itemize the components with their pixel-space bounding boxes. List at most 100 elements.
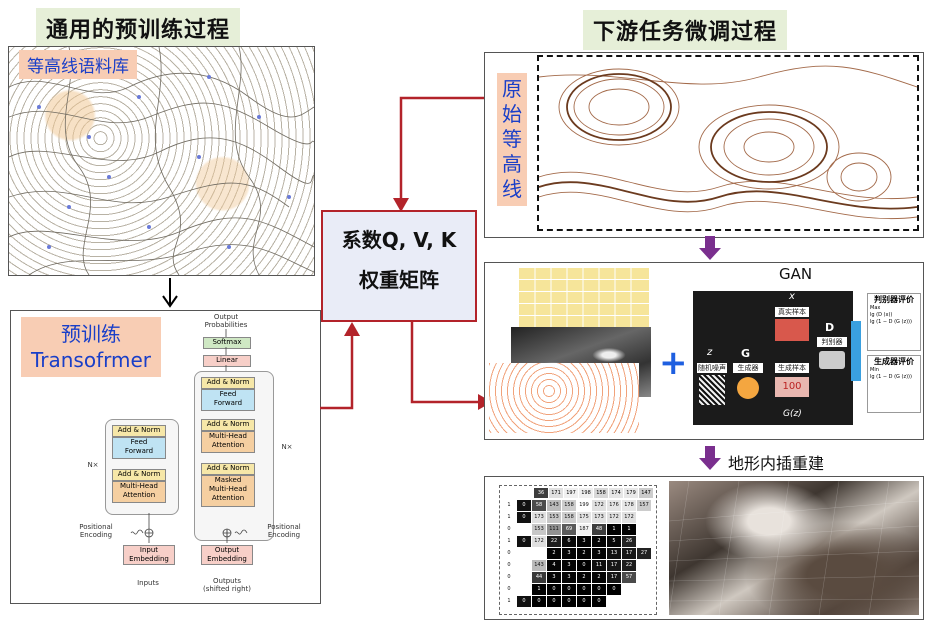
grid-cell: 153 <box>532 524 546 535</box>
grid-cell: 17 <box>622 548 636 559</box>
grid-cell: 158 <box>594 488 608 498</box>
grid-cell: 0 <box>517 500 531 511</box>
grid-cell: 3 <box>562 548 576 559</box>
positional-encoding-symbols <box>130 329 248 543</box>
grid-cell: 48 <box>592 524 606 535</box>
grid-cell: 44 <box>532 572 546 583</box>
disc-eval-formula: Max lg (D (x)) lg (1 − D (G (z))) <box>870 305 912 325</box>
original-contour-lines <box>538 65 918 220</box>
grid-cell: 69 <box>562 524 576 535</box>
qvk-line2: 权重矩阵 <box>359 268 439 292</box>
grid-cell: 1 <box>502 500 516 511</box>
input-embedding-block: Input Embedding <box>123 545 175 565</box>
noise-card: 随机噪声 <box>697 363 727 373</box>
grid-cell: 3 <box>562 572 576 583</box>
decoder-positional-encoding-text: Positional Encoding <box>267 523 301 539</box>
grid-cell: 0 <box>592 596 606 607</box>
decoder-nx: N× <box>281 443 293 451</box>
output-embedding-block: Output Embedding <box>201 545 253 565</box>
grid-cell: 57 <box>622 572 636 583</box>
grid-cell: 179 <box>624 488 638 498</box>
original-contour-label: 原 始 等 高 线 <box>497 73 527 206</box>
original-contour-char-3: 等 <box>502 127 522 151</box>
grid-cell: 26 <box>622 536 636 547</box>
grid-cell: 0 <box>502 524 516 535</box>
grid-cell <box>517 548 531 559</box>
grid-cell <box>517 524 531 535</box>
grid-cell: 2 <box>547 548 561 559</box>
grid-cell <box>517 572 531 583</box>
gen-eval-formula: Min lg (1 − D (G (z))) <box>870 367 912 380</box>
original-contour-panel: 原 始 等 高 线 <box>484 52 924 238</box>
encoder-multi-head-attention: Multi-Head Attention <box>112 481 166 503</box>
grid-cell: 3 <box>562 560 576 571</box>
grid-cell: 172 <box>622 512 636 523</box>
original-contour-char-1: 原 <box>502 77 522 101</box>
grid-cell: 3 <box>577 536 591 547</box>
grid-cell: 197 <box>564 488 578 498</box>
grid-cell: 22 <box>622 560 636 571</box>
grid-cell: 0 <box>562 596 576 607</box>
grid-cell: 2 <box>592 536 606 547</box>
gen-eval-title: 生成器评价 <box>874 357 914 366</box>
grid-cell: 22 <box>547 536 561 547</box>
finetune-title: 下游任务微调过程 <box>583 10 788 50</box>
generator-icon <box>737 377 759 399</box>
grid-cell: 199 <box>577 500 591 511</box>
gan-label: GAN <box>779 265 813 283</box>
grid-cell: 175 <box>577 512 591 523</box>
grid-cell <box>517 560 531 571</box>
grid-cell: 0 <box>517 536 531 547</box>
grid-cell <box>517 584 531 595</box>
grid-cell: 173 <box>532 512 546 523</box>
decoder-add-norm-3: Add & Norm <box>201 377 255 389</box>
grid-cell: 1 <box>502 596 516 607</box>
gan-panel: + GAN x z G D 真实样本 随机噪声 生成器 生成样本 100 判别器… <box>484 262 924 440</box>
grid-cell: 0 <box>502 584 516 595</box>
grid-cell: 3 <box>592 548 606 559</box>
encoder-feed-forward: Feed Forward <box>112 437 166 459</box>
disc-eval-title: 判别器评价 <box>874 295 914 304</box>
generator-card: 生成器 <box>733 363 763 373</box>
grid-cell: 4 <box>547 560 561 571</box>
grid-cell: 2 <box>577 548 591 559</box>
decoder-multi-head-attention: Multi-Head Attention <box>201 431 255 453</box>
decoder-masked-attention: Masked Multi-Head Attention <box>201 475 255 507</box>
grid-cell: 158 <box>562 512 576 523</box>
grid-cell: 158 <box>562 500 576 511</box>
grid-cell: 111 <box>547 524 561 535</box>
grid-cell: 178 <box>622 500 636 511</box>
grid-cell: 17 <box>607 572 621 583</box>
grid-cell: 0 <box>502 572 516 583</box>
grid-cell: 1 <box>502 512 516 523</box>
original-contour-char-2: 始 <box>502 102 522 126</box>
down-arrow-black <box>162 278 178 308</box>
corpus-label: 等高线语料库 <box>19 50 137 79</box>
fake-sample-card: 生成样本 <box>775 363 809 373</box>
grid-cell: 0 <box>577 584 591 595</box>
transformer-label-line1: 预训练 <box>61 322 121 346</box>
grid-cell: 17 <box>607 560 621 571</box>
grid-cell: 1 <box>622 524 636 535</box>
discriminator-icon <box>819 351 845 369</box>
grid-cell: 0 <box>517 512 531 523</box>
output-probabilities-text: Output Probabilities <box>204 313 248 329</box>
gan-x-label: x <box>789 291 795 302</box>
grid-cell: 0 <box>502 560 516 571</box>
terrain-mesh <box>668 480 920 616</box>
grid-cell: 13 <box>607 548 621 559</box>
gz-label: G(z) <box>783 409 802 419</box>
encoder-add-norm-2: Add & Norm <box>112 425 166 437</box>
original-contour-char-4: 高 <box>502 152 522 176</box>
grid-cell: 157 <box>637 500 651 511</box>
qvk-line1: 系数Q, V, K <box>341 228 457 252</box>
reconstruct-label: 地形内插重建 <box>728 454 825 473</box>
gan-d-label: D <box>825 321 835 334</box>
grid-cell: 2 <box>592 572 606 583</box>
original-contour-map <box>537 55 919 231</box>
